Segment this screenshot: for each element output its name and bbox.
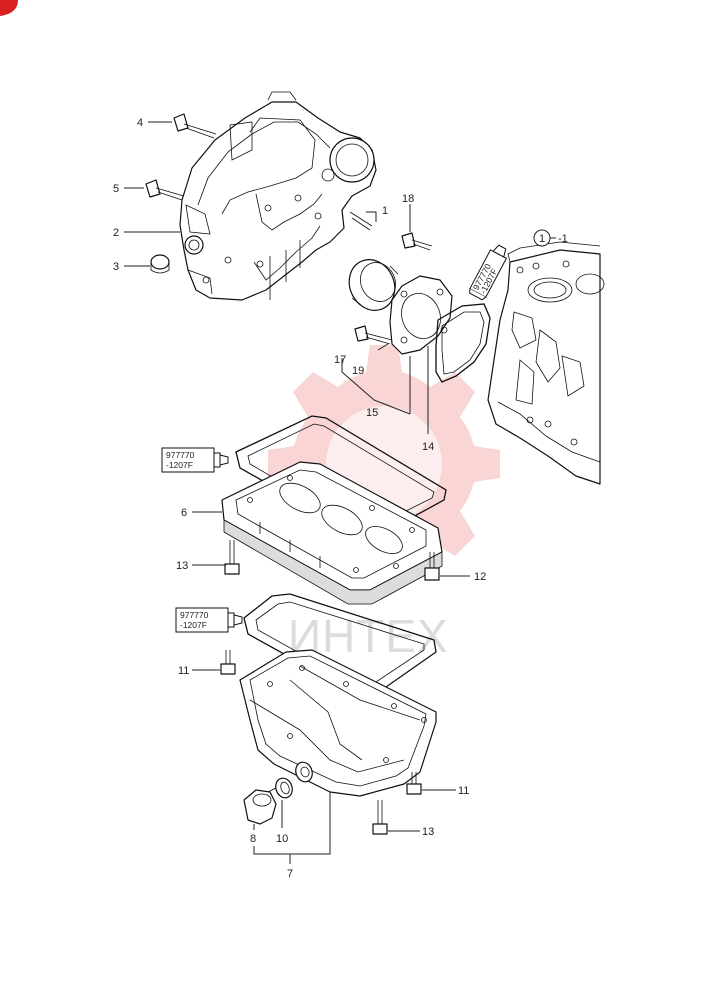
bolt-19: [354, 325, 393, 345]
plug-3: [150, 254, 170, 274]
callout-6: 6: [181, 507, 187, 519]
callout-15: 15: [366, 407, 378, 419]
callout-11-right: 11: [458, 785, 469, 797]
callout-19: 19: [352, 365, 364, 377]
cylinder-block: [487, 241, 605, 485]
oil-seal-case: [389, 275, 453, 355]
callout-12: 12: [474, 571, 486, 583]
callout-labels: 4 5 2 3 1 18 1 -1 17 19 15 14 6 13 12 11…: [113, 117, 568, 880]
drain-boss: [295, 761, 313, 783]
callout-7: 7: [287, 868, 293, 880]
case-gasket: [435, 303, 491, 383]
sealant-tube-2: 977770 -1207F: [161, 447, 229, 473]
flywheel-housing: [179, 91, 377, 301]
sealant-tube-2-suffix: -1207F: [166, 460, 193, 470]
sealant-tube-3: 977770 -1207F: [175, 607, 243, 633]
callout-2: 2: [113, 227, 119, 239]
washer-10: [275, 777, 293, 799]
drain-plug-8: [243, 787, 283, 825]
sealant-tube-3-suffix: -1207F: [180, 620, 207, 630]
oil-pan: [239, 649, 437, 797]
callout-4: 4: [137, 117, 143, 129]
callout-10: 10: [276, 833, 288, 845]
callout-1-suffix: -1: [558, 233, 568, 245]
callout-11-left: 11: [178, 665, 189, 677]
bolt-12: [424, 552, 440, 581]
bolt-18: [401, 232, 433, 251]
callout-1-circled: 1: [539, 233, 545, 245]
bolt-11-left: [220, 650, 236, 675]
callout-13-upper: 13: [176, 560, 188, 572]
bolt-13-lower: [372, 800, 388, 835]
oil-seal: [348, 259, 399, 311]
ref-circle-1: [533, 229, 551, 247]
sealant-tube-3-code: 977770: [180, 610, 209, 620]
oil-pan-adapter: [221, 461, 443, 605]
corner-mark: [0, 0, 18, 16]
callout-13-lower: 13: [422, 826, 434, 838]
callout-1: 1: [382, 205, 388, 217]
sealant-tube-2-code: 977770: [166, 450, 195, 460]
bolt-13-upper: [224, 540, 240, 575]
bolt-11-right: [406, 772, 422, 795]
bolt-4: [173, 113, 217, 139]
callout-8: 8: [250, 833, 256, 845]
sealant-tube-1: 977770 -1207F: [469, 244, 508, 301]
callout-14: 14: [422, 441, 434, 453]
callout-5: 5: [113, 183, 119, 195]
callout-18: 18: [402, 193, 414, 205]
dowel-pin-1: [349, 211, 373, 231]
leader-lines: [124, 121, 556, 864]
callout-3: 3: [113, 261, 119, 273]
bolt-5: [145, 179, 185, 201]
callout-17: 17: [334, 354, 346, 366]
